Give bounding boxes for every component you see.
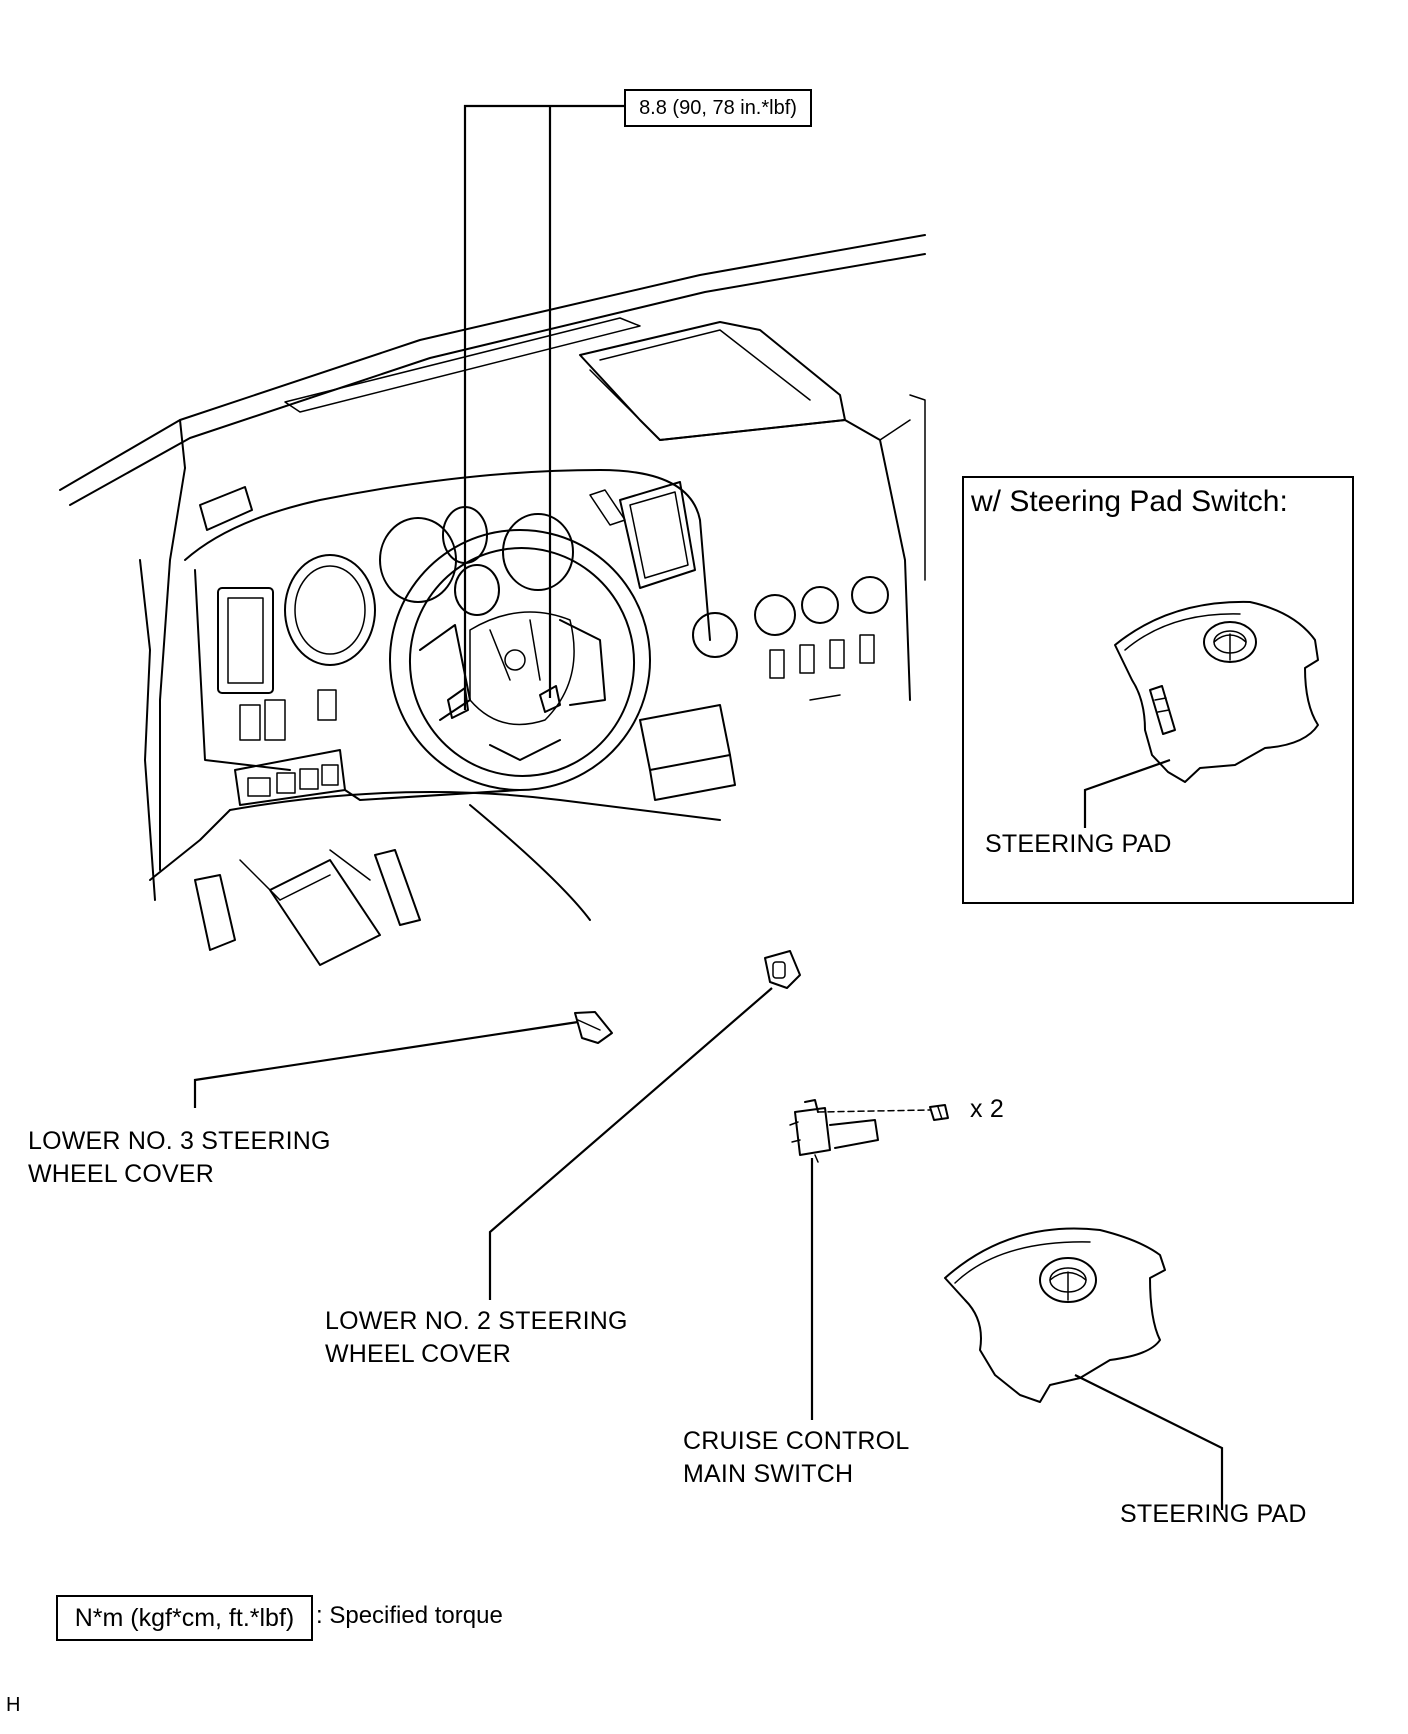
screw-quantity-label: x 2	[970, 1095, 1004, 1123]
cruise-control-label-line2: MAIN SWITCH	[683, 1460, 854, 1488]
lower-no2-cover-label-line1: LOWER NO. 2 STEERING	[325, 1307, 628, 1335]
inset-title: w/ Steering Pad Switch:	[971, 485, 1288, 518]
lower-no2-cover-drawing	[488, 950, 801, 1300]
page-code: H	[6, 1694, 21, 1716]
cruise-control-switch-drawing	[789, 1099, 949, 1420]
steering-pad-label: STEERING PAD	[1120, 1500, 1307, 1528]
lower-no3-cover-label-line2: WHEEL COVER	[28, 1160, 215, 1188]
torque-leader-lines	[463, 104, 624, 710]
inset-panel	[962, 476, 1354, 904]
torque-spec-box: 8.8 (90, 78 in.*lbf)	[624, 89, 812, 127]
inset-steering-pad-drawing	[1083, 600, 1319, 828]
lower-no3-cover-drawing	[193, 1011, 613, 1108]
inset-steering-pad-label: STEERING PAD	[985, 830, 1172, 858]
cruise-control-label-line1: CRUISE CONTROL	[683, 1427, 910, 1455]
lower-no3-cover-label-line1: LOWER NO. 3 STEERING	[28, 1127, 331, 1155]
legend-description: : Specified torque	[316, 1602, 503, 1629]
lower-no2-cover-label-line2: WHEEL COVER	[325, 1340, 512, 1368]
instrument-panel-drawing	[59, 234, 926, 966]
legend-unit-box: N*m (kgf*cm, ft.*lbf)	[56, 1595, 313, 1641]
steering-pad-drawing	[944, 1227, 1224, 1510]
